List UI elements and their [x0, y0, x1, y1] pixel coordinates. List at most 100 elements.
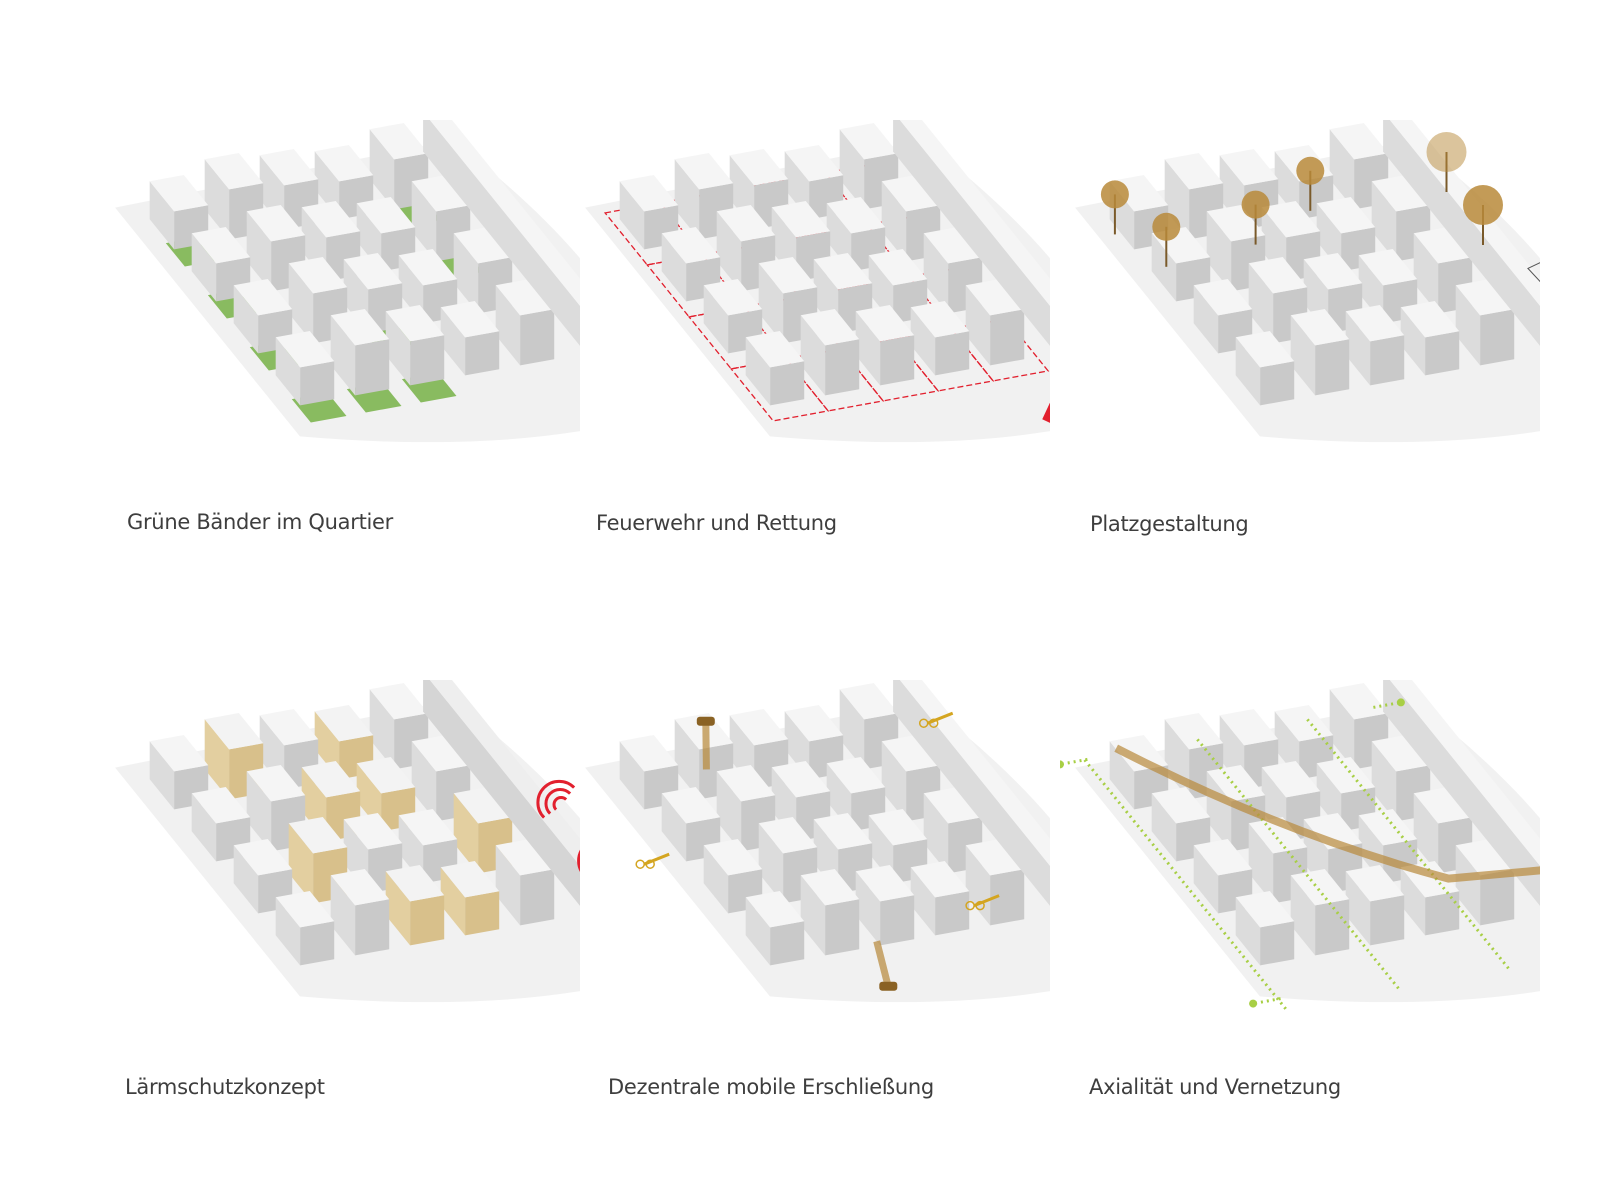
- building-top: [191, 787, 251, 824]
- building-top: [259, 149, 319, 186]
- building-top: [1248, 817, 1308, 854]
- building-face: [246, 771, 272, 852]
- building-face: [355, 899, 390, 956]
- building-face: [1248, 823, 1274, 904]
- building-top: [923, 787, 983, 824]
- building-face: [619, 741, 645, 810]
- building-top: [385, 865, 445, 902]
- building-top: [1290, 869, 1350, 906]
- building-top: [1261, 761, 1321, 798]
- diagram-mobile-erschliessung: [570, 680, 1050, 1060]
- building-face: [246, 211, 272, 292]
- building-top: [826, 197, 886, 234]
- building-top: [1345, 305, 1405, 342]
- building-top: [910, 301, 970, 338]
- building-face: [716, 211, 742, 292]
- building-face: [385, 871, 411, 946]
- tree-icon: [1100, 180, 1129, 209]
- noise-barrier-building-face: [423, 120, 580, 346]
- isometric-diagram: [1075, 120, 1540, 443]
- tree-icon: [1296, 156, 1325, 185]
- building-top: [1235, 331, 1295, 368]
- car-icon: [879, 981, 898, 991]
- building-face: [300, 361, 335, 406]
- building-face: [1400, 867, 1426, 936]
- building-face: [453, 793, 479, 874]
- building-top: [1109, 735, 1169, 772]
- green-axis-line: [1252, 997, 1281, 1006]
- noise-barrier-building-face: [1383, 120, 1540, 346]
- building-face: [923, 793, 949, 874]
- building-top: [619, 175, 679, 212]
- building-face: [300, 921, 335, 966]
- building-face: [233, 285, 259, 354]
- tree-icon: [1463, 185, 1503, 225]
- building-face: [1455, 845, 1481, 926]
- building-face: [1193, 845, 1219, 914]
- building-top: [868, 249, 928, 286]
- building-face: [800, 315, 826, 396]
- building-top: [758, 257, 818, 294]
- building-top: [204, 713, 264, 750]
- building-face: [839, 689, 865, 770]
- building-face: [1413, 233, 1439, 314]
- building-face: [990, 869, 1025, 926]
- building-face: [881, 181, 907, 262]
- building-face: [674, 719, 700, 800]
- building-top: [619, 735, 679, 772]
- building-top: [1164, 153, 1224, 190]
- building-top: [246, 765, 306, 802]
- building-face: [1235, 897, 1261, 966]
- building-top: [411, 735, 471, 772]
- building-top: [385, 305, 445, 342]
- building-top: [1400, 301, 1460, 338]
- caption-gruene-baender: Grüne Bänder im Quartier: [127, 510, 393, 534]
- building-face: [1480, 309, 1515, 366]
- building-face: [149, 181, 175, 250]
- building-face: [839, 129, 865, 210]
- car-icon: [696, 716, 715, 726]
- isometric-diagram: [115, 680, 580, 1003]
- building-face: [825, 899, 860, 956]
- building-face: [703, 285, 729, 354]
- building-face: [410, 895, 445, 946]
- building-top: [440, 861, 500, 898]
- building-face: [1315, 899, 1350, 956]
- building-face: [923, 233, 949, 314]
- building-top: [923, 227, 983, 264]
- building-face: [1345, 871, 1371, 946]
- building-face: [674, 159, 700, 240]
- bike-icon: [918, 718, 929, 728]
- building-face: [288, 263, 314, 344]
- building-top: [1151, 787, 1211, 824]
- building-top: [191, 227, 251, 264]
- building-top: [1303, 253, 1363, 290]
- building-top: [275, 331, 335, 368]
- building-top: [800, 309, 860, 346]
- building-top: [246, 205, 306, 242]
- building-top: [1248, 257, 1308, 294]
- building-top: [729, 709, 789, 746]
- building-face: [369, 689, 395, 770]
- bike-icon: [928, 718, 939, 728]
- building-top: [1206, 205, 1266, 242]
- building-face: [275, 337, 301, 406]
- building-top: [398, 249, 458, 286]
- building-top: [1329, 683, 1389, 720]
- building-top: [343, 813, 403, 850]
- bike-icon: [645, 859, 655, 869]
- building-top: [330, 309, 390, 346]
- isometric-diagram: [115, 120, 580, 443]
- building-top: [1358, 249, 1418, 286]
- tree-icon: [1152, 212, 1181, 241]
- bike-icon: [965, 900, 975, 911]
- building-face: [1290, 875, 1316, 956]
- building-top: [149, 735, 209, 772]
- caption-platzgestaltung: Platzgestaltung: [1090, 512, 1249, 536]
- caption-mobile-erschliessung: Dezentrale mobile Erschließung: [608, 1075, 934, 1099]
- building-top: [1303, 813, 1363, 850]
- building-top: [881, 175, 941, 212]
- sound-wave-icon: [552, 796, 568, 811]
- building-top: [314, 705, 374, 742]
- car-route: [702, 721, 710, 770]
